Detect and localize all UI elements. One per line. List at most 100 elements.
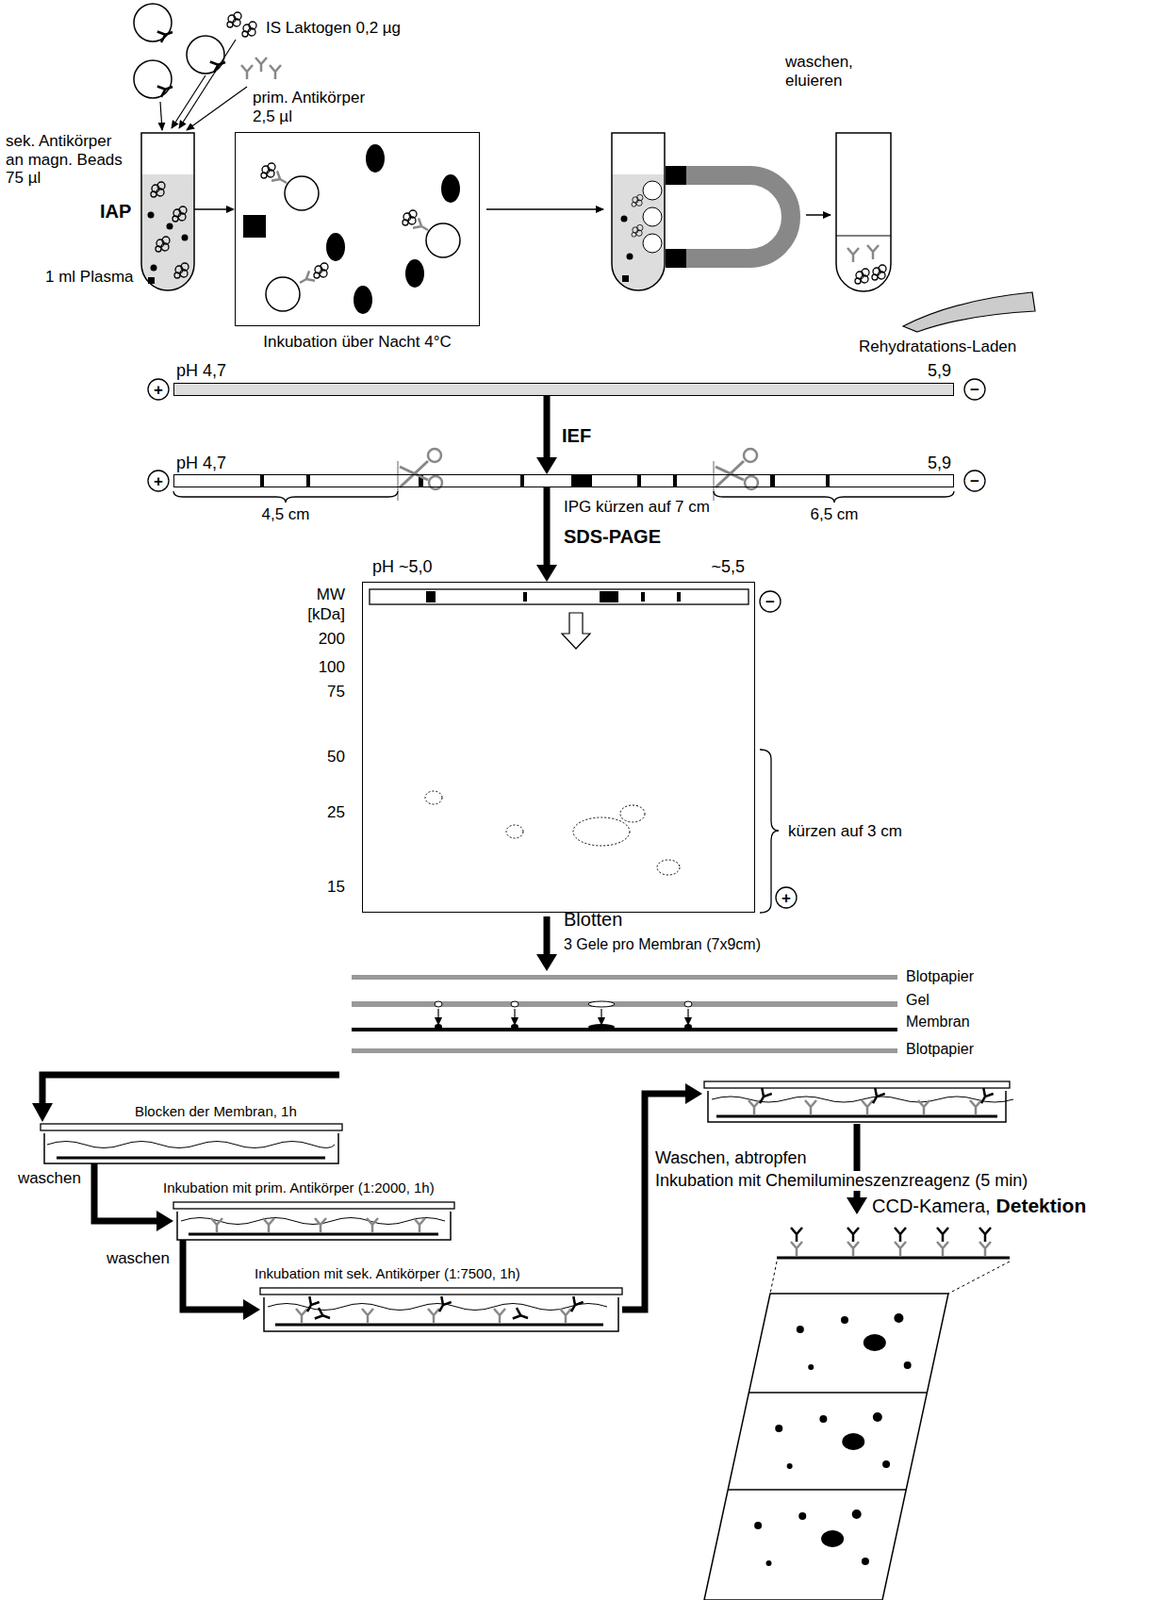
- text-label: Detektion: [996, 1194, 1087, 1218]
- text-label: 1 ml Plasma: [45, 267, 134, 287]
- detection: [748, 1391, 927, 1394]
- ipg-strips: [520, 474, 525, 488]
- blot-sandwich: [42, 1074, 340, 1103]
- incubation-trays: [314, 1217, 327, 1233]
- gel-contents: [425, 790, 443, 805]
- text-label: waschen, eluieren: [785, 52, 861, 90]
- text-label: IS Laktogen 0,2 µg: [265, 18, 401, 38]
- ipg-strips: [173, 491, 398, 503]
- gel-contents: [561, 612, 591, 649]
- incubation-contents: [402, 210, 417, 226]
- detection: [727, 1488, 906, 1491]
- reagents: [133, 60, 172, 99]
- blot-sandwich: [434, 1001, 443, 1007]
- polarity-circles: [148, 378, 169, 400]
- node-label: Inkubation über Nacht 4°C: [263, 332, 452, 352]
- arrow-head: [536, 564, 558, 582]
- text-label: prim. Antikörper 2,5 µl: [252, 88, 385, 126]
- signal-spot: [882, 1460, 890, 1468]
- sample-tube: [150, 264, 158, 272]
- incubation-trays: [177, 1211, 451, 1240]
- arrow-head: [243, 1299, 261, 1320]
- magnet-separation: [903, 292, 1036, 332]
- incubation-trays: [622, 1093, 686, 1310]
- reagents: [160, 101, 163, 131]
- node-label: pH 4,7: [176, 361, 227, 381]
- detection: [770, 1261, 777, 1294]
- magnet-separation: [611, 132, 665, 291]
- incubation-trays: [512, 1307, 530, 1323]
- signal-spot: [852, 1509, 862, 1519]
- incubation-contents: [405, 259, 425, 288]
- gel-contents: [599, 591, 619, 603]
- magnet-separation: [621, 215, 628, 223]
- incubation-trays: [704, 1081, 1010, 1088]
- node-label: Inkubation mit sek. Antikörper (1:7500, …: [254, 1265, 521, 1282]
- ipg-strip: pH 4,75,9: [173, 474, 955, 488]
- detection: [847, 1227, 859, 1242]
- signal-spot: [904, 1361, 912, 1369]
- signal-spot: [796, 1325, 805, 1333]
- text-label: SDS-PAGE: [563, 526, 661, 548]
- magnet-separation: [867, 245, 879, 260]
- detection: [894, 1227, 906, 1242]
- incubation-trays: [559, 1308, 572, 1323]
- ipg-strips: [571, 474, 593, 488]
- gel-contents: [573, 817, 630, 846]
- arrow-line: [94, 1163, 158, 1221]
- reagents: [269, 65, 281, 80]
- ipg-strips: [260, 474, 264, 488]
- incubation-trays: [685, 1083, 703, 1104]
- magnet-separation: [642, 180, 662, 200]
- edge-label: waschen: [104, 1249, 172, 1268]
- gel-contents: [657, 859, 680, 875]
- node-label: pH ~5,0: [372, 557, 433, 577]
- sample-tube: [148, 277, 155, 284]
- text-label: +: [781, 889, 791, 906]
- magnet-separation: [847, 247, 859, 263]
- incubation-trays: [493, 1308, 506, 1323]
- incubation-trays: [56, 1156, 326, 1160]
- signal-spot: [893, 1313, 904, 1323]
- magnet-separation: [611, 132, 1036, 332]
- text-label: 200: [318, 629, 346, 649]
- blot-sandwich: [684, 1023, 692, 1030]
- detection: [937, 1241, 949, 1256]
- incubation-trays: [188, 1233, 439, 1236]
- incubation-trays: [566, 1296, 584, 1315]
- text-label: 4,5 cm: [261, 505, 310, 525]
- detection: [948, 1261, 1010, 1294]
- ipg-strip: pH 4,75,9: [173, 382, 955, 396]
- incubation-trays: [716, 1115, 998, 1119]
- arrow-line: [543, 395, 551, 459]
- reagents: [186, 35, 225, 74]
- signal-spot: [807, 1364, 814, 1370]
- text-label: CCD-Kamera,: [871, 1195, 991, 1218]
- incubation-contents: [441, 174, 461, 203]
- incubation-trays: [970, 1100, 982, 1115]
- blot-sandwich: [600, 1008, 602, 1025]
- text-label: [kDa]: [307, 605, 346, 625]
- sds-gel: pH ~5,0~5,5: [361, 581, 756, 913]
- magnet-separation: [665, 165, 687, 185]
- magnet-separation: [806, 213, 831, 216]
- node-label: Blocken der Membran, 1h: [134, 1102, 297, 1119]
- blot-sandwich: [510, 1001, 519, 1007]
- sample-tube: [141, 132, 195, 291]
- signal-spot: [861, 1557, 870, 1565]
- text-label: kürzen auf 3 cm: [788, 822, 903, 841]
- text-label: 75: [327, 682, 346, 702]
- incubation-box: Inkubation über Nacht 4°C: [234, 131, 480, 327]
- text-label: Membran: [905, 1013, 971, 1031]
- reagents: [241, 65, 253, 80]
- text-label: 15: [327, 877, 346, 897]
- text-label: 6,5 cm: [809, 505, 858, 525]
- blot-sandwich: [434, 1023, 443, 1030]
- incubation-trays: [434, 1296, 452, 1315]
- gel-contents: [369, 589, 749, 605]
- magnet-separation: [626, 253, 634, 261]
- flow-arrow: [536, 395, 558, 475]
- magnet-separation: [871, 264, 887, 280]
- polarity-circles: [148, 378, 986, 908]
- incubation-trays: [40, 1123, 343, 1131]
